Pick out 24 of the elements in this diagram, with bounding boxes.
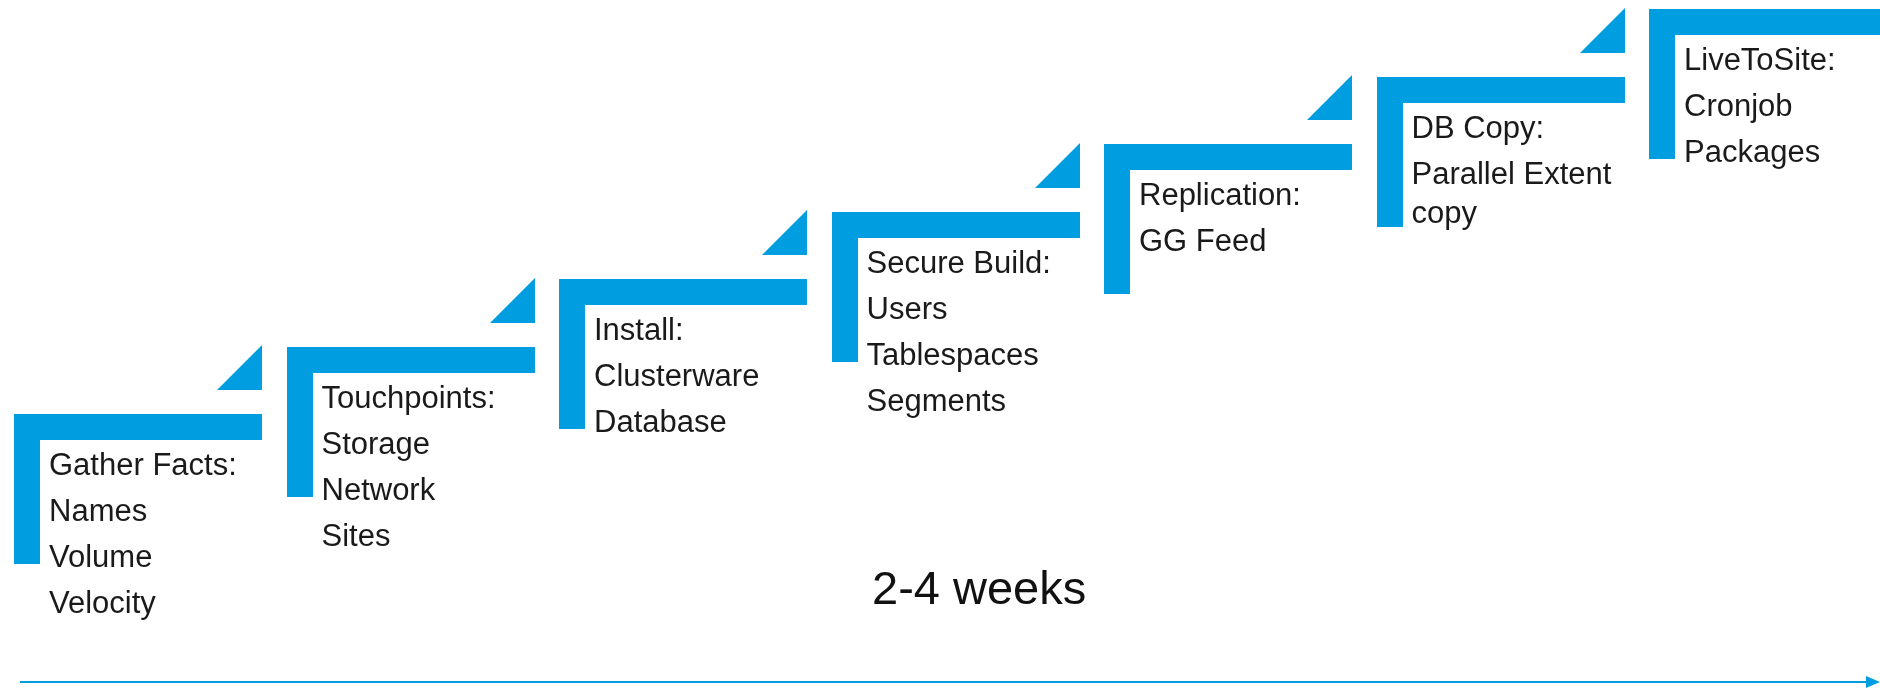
step-heading: LiveToSite: bbox=[1684, 41, 1836, 79]
step-item: Segments bbox=[866, 381, 1007, 420]
step-heading: Secure Build: bbox=[866, 243, 1051, 282]
step-heading: Replication: bbox=[1139, 176, 1301, 214]
step-item: Tablespaces bbox=[866, 335, 1039, 374]
step-item: Packages bbox=[1684, 133, 1821, 171]
step-item: Network bbox=[321, 470, 436, 509]
step-heading: DB Copy: bbox=[1411, 108, 1545, 147]
step-item: Database bbox=[594, 403, 727, 441]
step-item: Names bbox=[49, 492, 148, 530]
duration-label: 2-4 weeks bbox=[872, 560, 1087, 615]
step-item: Users bbox=[866, 289, 948, 328]
step-heading: Install: bbox=[594, 311, 684, 349]
step-item: Sites bbox=[321, 516, 391, 555]
step-item: Volume bbox=[49, 538, 153, 576]
step-heading: Gather Facts: bbox=[49, 446, 237, 484]
step-item: Clusterware bbox=[594, 357, 760, 395]
step-item: GG Feed bbox=[1139, 222, 1267, 260]
step-item: Storage bbox=[321, 424, 431, 463]
step-heading: Touchpoints: bbox=[321, 378, 496, 417]
step-item: Velocity bbox=[49, 584, 156, 622]
step-bracket bbox=[1104, 75, 1352, 294]
step-item: Cronjob bbox=[1684, 87, 1793, 125]
step-item: Parallel Extent copy bbox=[1411, 154, 1613, 232]
